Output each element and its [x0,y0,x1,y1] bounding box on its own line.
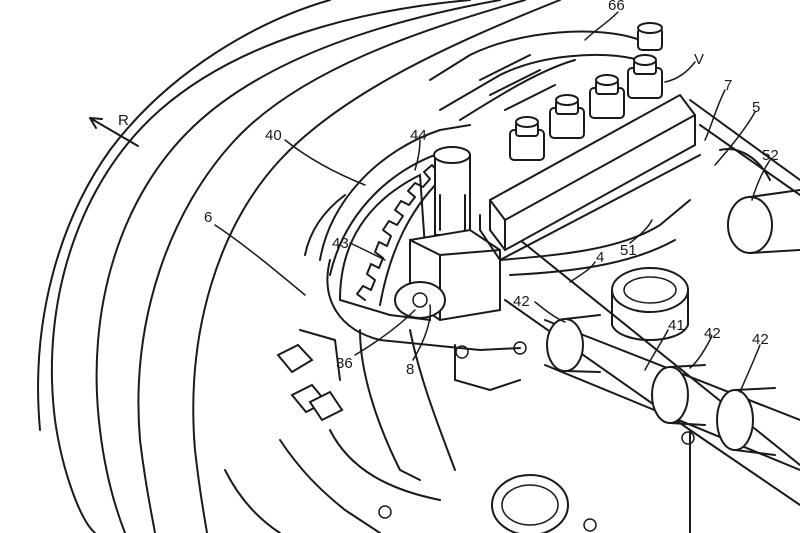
spindle-44 [433,146,471,236]
hose-bundle [37,0,561,533]
bolt-v-1 [509,116,545,161]
label-43: 43 [332,235,349,252]
cylinder-head [279,99,800,533]
side-bolt [276,343,314,374]
bolt-hole [681,431,695,445]
label-6: 6 [204,209,212,226]
label-40: 40 [265,127,282,144]
actuator-housing [276,124,501,481]
label-5: 5 [752,99,760,116]
label-r: R [118,112,129,129]
label-66: 66 [608,0,625,14]
cam-journal-mid [651,366,689,424]
gear-43 [356,164,441,306]
label-41: 41 [668,317,685,334]
bolt-hole [378,505,392,519]
label-8: 8 [406,361,414,378]
mount-boss [394,281,446,319]
bolt-hole [583,518,597,532]
bolt-v-3 [589,74,625,119]
label-7: 7 [724,77,732,94]
label-52: 52 [762,147,779,164]
reference-labels: R 40 44 6 43 36 8 66 V 7 5 52 4 51 42 41… [118,0,779,378]
label-51: 51 [620,242,637,259]
leader-lines [89,11,771,393]
bolt-v-2 [549,94,585,139]
label-36: 36 [336,355,353,372]
label-42-left: 42 [513,293,530,310]
label-v: V [694,51,704,68]
cam-journal-right [716,389,754,451]
side-bolt [308,390,344,422]
label-42-right: 42 [752,331,769,348]
label-42-mid: 42 [704,325,721,342]
label-44: 44 [410,127,427,144]
valve-block-7 [429,22,701,261]
label-4: 4 [596,249,604,266]
camshaft-lobe-52 [727,196,773,254]
bolt-v-4 [627,54,663,99]
cam-journal-left [546,318,584,372]
